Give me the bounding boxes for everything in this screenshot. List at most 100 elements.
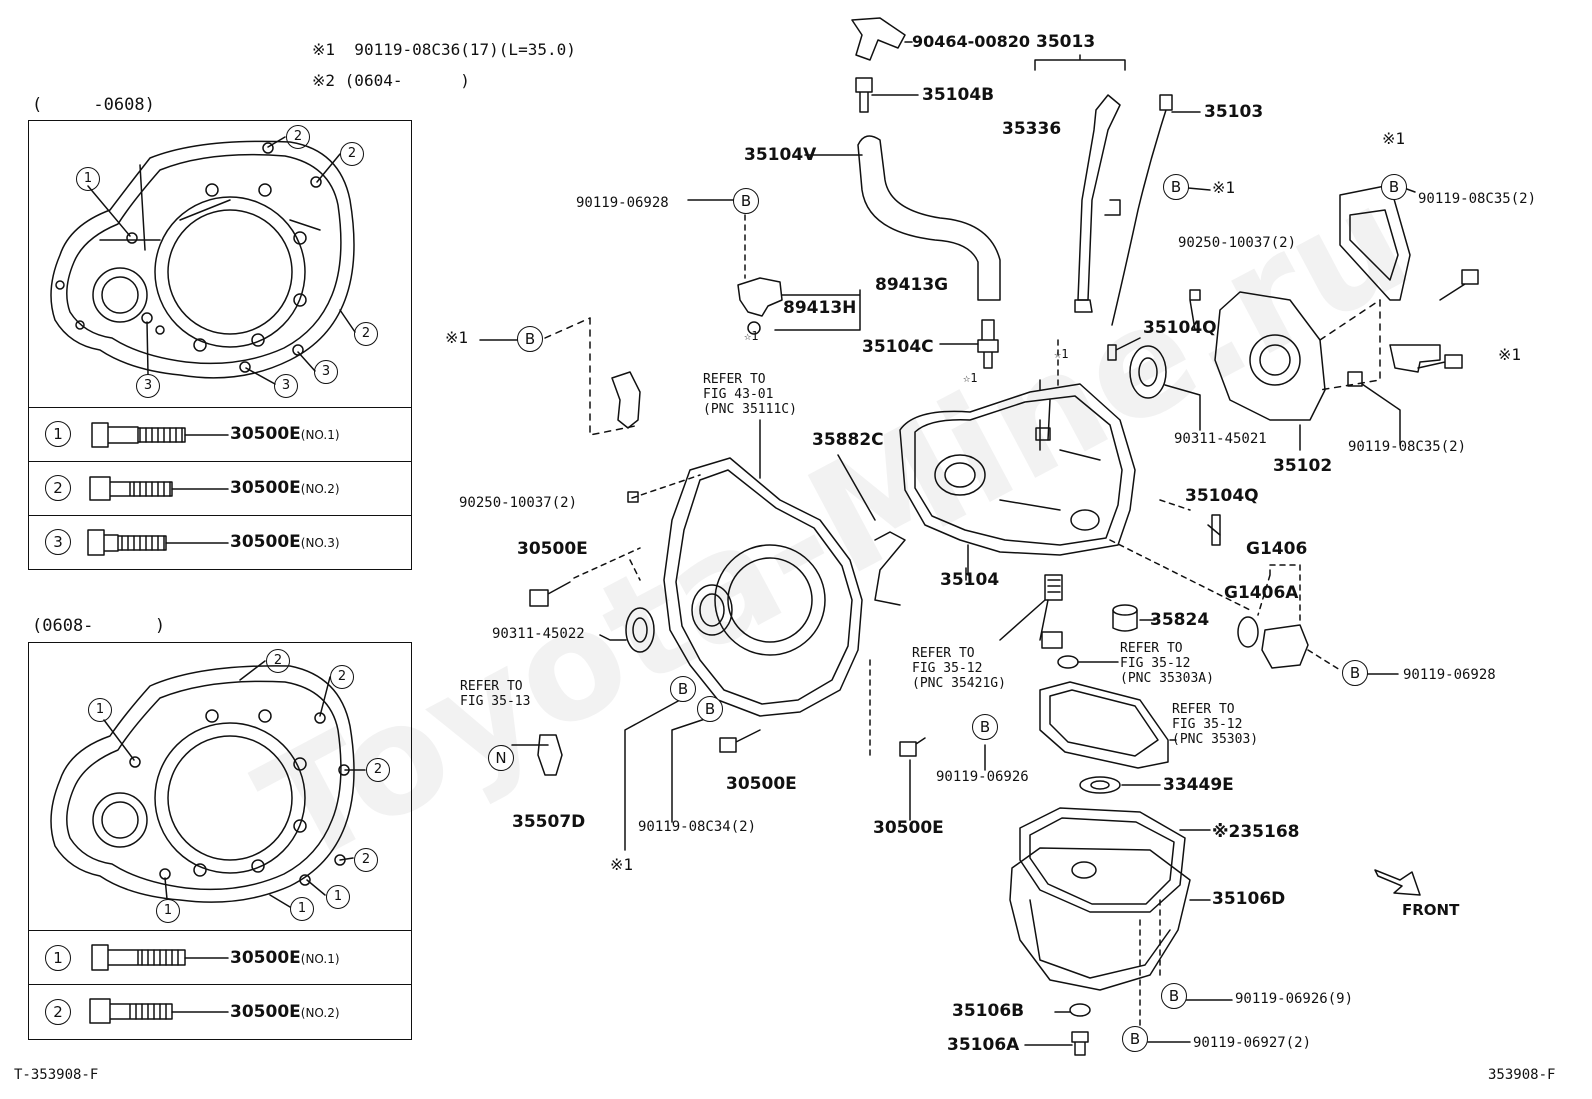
- part-label: 35013: [1036, 32, 1096, 52]
- marker-b: B: [1381, 174, 1407, 200]
- lever-drawing: [537, 734, 563, 776]
- inset-top-leaders: [87, 136, 356, 385]
- footer-left-code: T-353908-F: [14, 1067, 99, 1083]
- bolt-part-label: 30500E(NO.2): [230, 478, 340, 498]
- marker-n: N: [488, 745, 514, 771]
- inset-top-bolt-row-2: [28, 461, 412, 516]
- part-label: 33449E: [1163, 775, 1234, 795]
- part-label: 35104: [940, 570, 1000, 590]
- inset-top-callout: 3: [136, 374, 160, 398]
- marker-b: B: [1342, 660, 1368, 686]
- inset-bottom-frame: [28, 642, 412, 931]
- triangle-note: ☆1: [963, 371, 978, 385]
- part-label: 35882C: [812, 430, 884, 450]
- dipstick-drawing: [1111, 94, 1173, 326]
- triangle-note: ☆1: [744, 329, 759, 343]
- solenoid-drawing: [1261, 624, 1309, 669]
- part-label: G1406: [1246, 539, 1308, 559]
- part-label: 35507D: [512, 812, 586, 832]
- part-label: 89413H: [783, 298, 857, 318]
- part-label: 90250-10037(2): [459, 495, 578, 511]
- star-note: ※1: [1382, 129, 1406, 148]
- part-label: 90119-08C35(2): [1418, 191, 1537, 207]
- inset-bottom-callout: 1: [156, 899, 180, 923]
- inset-bottom-bolt-row-1: [28, 930, 412, 985]
- inset-top-callout: 3: [314, 360, 338, 384]
- pipe-drawing: [874, 531, 906, 606]
- inset-bottom-callout: 1: [88, 698, 112, 722]
- note-star-1: ※1 90119-08C36(17)(L=35.0): [312, 40, 576, 59]
- triangle-note: ☆1: [1054, 347, 1069, 361]
- marker-b: B: [517, 326, 543, 352]
- marker-b: B: [670, 676, 696, 702]
- gasket-drawing: [1339, 184, 1411, 301]
- valve-body-drawing: [1039, 681, 1169, 769]
- inset-bottom-callout: 2: [354, 848, 378, 872]
- inset-bottom-callout: 2: [266, 649, 290, 673]
- note-star-2: ※2 (0604- ): [312, 71, 470, 90]
- part-label: 35106A: [947, 1035, 1020, 1055]
- star-note: ※1: [1212, 178, 1236, 197]
- marker-b: B: [1161, 983, 1187, 1009]
- inset-bottom-leaders: [103, 660, 366, 908]
- inset-top-callout: 2: [340, 142, 364, 166]
- part-label: 90119-06926(9): [1235, 991, 1354, 1007]
- speed-sensor-drawing: [737, 277, 783, 317]
- part-label: 89413G: [875, 275, 949, 295]
- star-note: ※1: [445, 328, 469, 347]
- part-label: 30500E: [873, 818, 944, 838]
- oil-pan-gasket-drawing: [1019, 807, 1186, 913]
- marker-b: B: [1122, 1026, 1148, 1052]
- part-label: 35106B: [952, 1001, 1025, 1021]
- part-label: 35104Q: [1185, 486, 1259, 506]
- marker-b: B: [697, 696, 723, 722]
- part-label: 35336: [1002, 119, 1062, 139]
- part-label: G1406A: [1224, 583, 1299, 603]
- part-label: 90311-45022: [492, 626, 585, 642]
- part-label: 90119-06926: [936, 769, 1029, 785]
- inset-top-callout: 2: [354, 322, 378, 346]
- part-label: 90250-10037(2): [1178, 235, 1297, 251]
- inset-top-frame: [28, 120, 412, 408]
- bolt-part-label: 30500E(NO.2): [230, 1002, 340, 1022]
- bolt-callout: 3: [45, 529, 71, 555]
- marker-b: B: [1163, 174, 1189, 200]
- part-label: 35104B: [922, 85, 995, 105]
- inset-bottom-callout: 2: [366, 758, 390, 782]
- inset-bottom-housing: [50, 665, 355, 903]
- part-label: 30500E: [726, 774, 797, 794]
- side-cover-drawing: [1214, 291, 1326, 421]
- bracket-drawing: [1389, 344, 1441, 373]
- refer-note: REFER TO FIG 43-01 (PNC 35111C): [703, 372, 797, 417]
- part-label: 90119-08C34(2): [638, 819, 757, 835]
- inset-bottom-bolt-drawings: [89, 944, 229, 1024]
- part-label: 35104V: [744, 145, 817, 165]
- bolt-part-label: 30500E(NO.1): [230, 948, 340, 968]
- inset-bottom-callout: 1: [290, 897, 314, 921]
- inset-top-title: ( -0608): [32, 95, 155, 115]
- bolt-part-label: 30500E(NO.3): [230, 532, 340, 552]
- bolt-callout: 1: [45, 945, 71, 971]
- part-label: 90311-45021: [1174, 431, 1267, 447]
- part-label: ※235168: [1212, 822, 1300, 842]
- refer-note: REFER TO FIG 35-12 (PNC 35303A): [1120, 641, 1214, 686]
- part-label: 35102: [1273, 456, 1333, 476]
- clip-drawing: [851, 17, 906, 61]
- oil-pan-drawing: [1009, 847, 1191, 991]
- inset-top-callout: 3: [274, 374, 298, 398]
- bolt-part-label: 30500E(NO.1): [230, 424, 340, 444]
- part-label: 90119-06928: [576, 195, 669, 211]
- transmission-case-drawing: [899, 383, 1136, 576]
- inset-bottom-title: (0608- ): [32, 616, 166, 636]
- bolt-callout: 2: [45, 999, 71, 1025]
- inset-bottom-callout: 1: [326, 885, 350, 909]
- hose-drawing: [857, 135, 1001, 301]
- inset-top-bolt-row-1: [28, 407, 412, 462]
- part-label: 35824: [1150, 610, 1210, 630]
- marker-b: B: [972, 714, 998, 740]
- bolt-callout: 1: [45, 421, 71, 447]
- star-note: ※1: [1498, 345, 1522, 364]
- inset-top-housing: [50, 140, 355, 379]
- part-label: 90464-00820: [912, 32, 1030, 51]
